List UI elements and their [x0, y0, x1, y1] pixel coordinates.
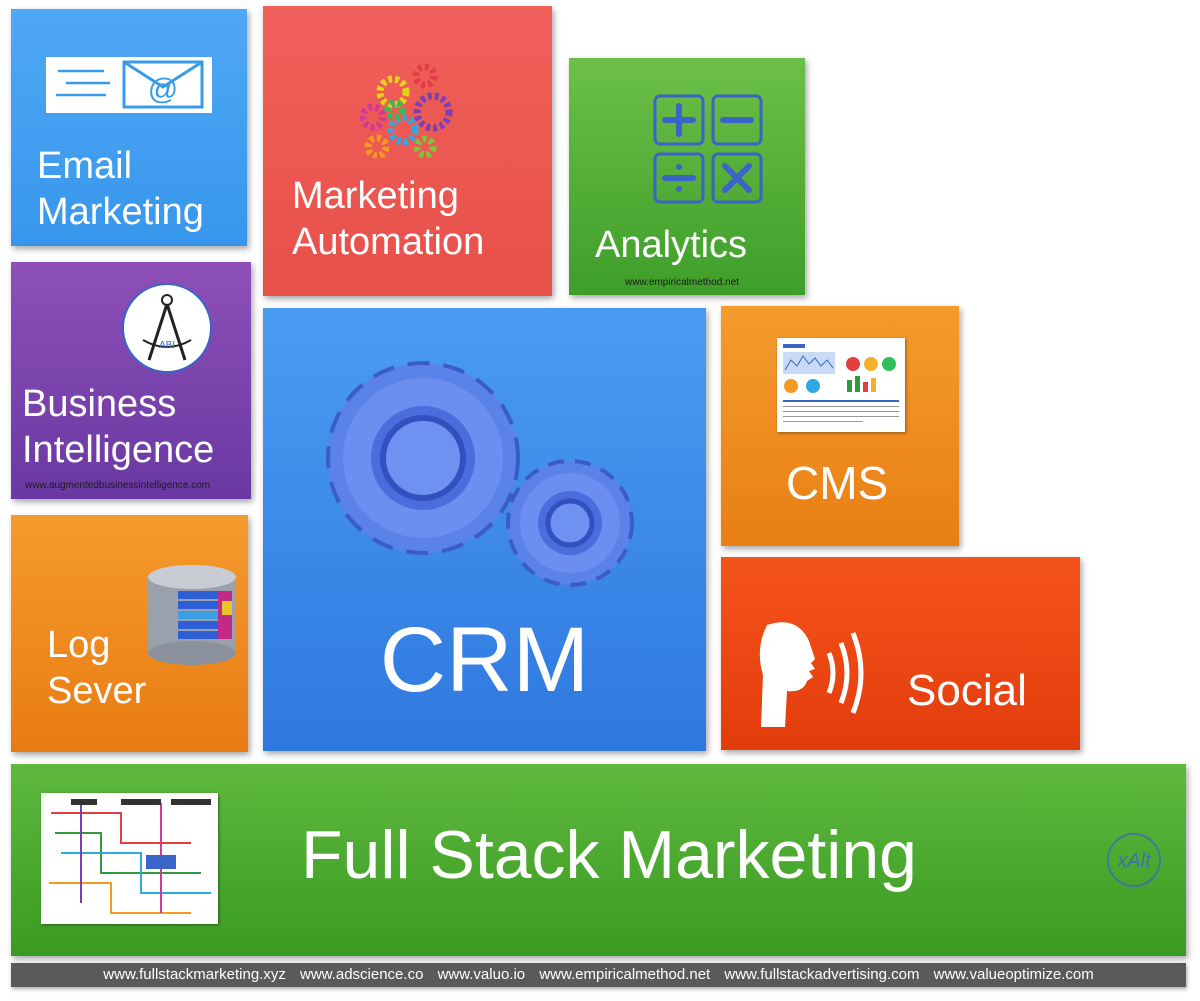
email-marketing-tile: @ Email Marketing	[11, 9, 247, 246]
footer-link-fullstackmarketing[interactable]: www.fullstackmarketing.xyz	[103, 966, 286, 983]
analytics-tile: Analytics www.empiricalmethod.net	[569, 58, 805, 295]
footer-link-adscience[interactable]: www.adscience.co	[300, 966, 424, 983]
email-title-line1: Email	[37, 145, 133, 187]
xalt-logo-icon: xAlt	[1107, 833, 1161, 887]
email-envelope-icon: @	[46, 57, 212, 113]
bi-url: www.augmentedbusinessintelligence.com	[25, 480, 211, 491]
svg-text:ABI: ABI	[159, 340, 175, 351]
dashboard-thumbnail	[777, 338, 905, 432]
log-title-line2: Sever	[47, 669, 147, 712]
email-title-line2: Marketing	[37, 190, 204, 233]
math-operators-icon	[653, 94, 763, 204]
automation-title-line1: Marketing	[292, 175, 459, 217]
speaking-head-icon	[759, 622, 864, 727]
crm-title: CRM	[379, 609, 590, 711]
automation-title-line2: Automation	[292, 220, 485, 263]
colorful-gears-icon	[359, 63, 453, 158]
marketing-automation-tile: Marketing Automation	[263, 6, 552, 296]
svg-text:@: @	[148, 73, 178, 106]
cms-tile: CMS	[721, 306, 959, 546]
footer-link-empiricalmethod[interactable]: www.empiricalmethod.net	[539, 966, 711, 983]
crm-tile: CRM	[263, 308, 706, 751]
full-stack-marketing-tile: Full Stack Marketing xAlt	[11, 764, 1186, 956]
log-title-line1: Log	[47, 624, 111, 666]
analytics-url: www.empiricalmethod.net	[625, 277, 739, 288]
full-stack-title: Full Stack Marketing	[301, 817, 917, 893]
bi-title-line2: Intelligence	[22, 428, 215, 471]
marketing-map-thumbnail	[41, 793, 218, 924]
social-title: Social	[907, 666, 1027, 715]
cms-title: CMS	[786, 457, 889, 509]
compass-logo-icon: ABI	[122, 283, 212, 373]
footer-link-valuo[interactable]: www.valuo.io	[437, 966, 526, 983]
social-tile: Social	[721, 557, 1080, 750]
footer-link-valueoptimize[interactable]: www.valueoptimize.com	[933, 966, 1094, 983]
bi-title-line1: Business	[22, 383, 177, 425]
analytics-title: Analytics	[595, 224, 748, 266]
svg-text:xAlt: xAlt	[1116, 850, 1152, 872]
blue-gears-icon	[326, 361, 634, 587]
log-server-tile: Log Sever	[11, 515, 248, 752]
footer-link-fullstackadvertising[interactable]: www.fullstackadvertising.com	[724, 966, 920, 983]
business-intelligence-tile: ABI Business Intelligence www.augmentedb…	[11, 262, 251, 499]
footer-link-bar: www.fullstackmarketing.xyz www.adscience…	[11, 963, 1186, 987]
database-icon	[148, 565, 236, 665]
